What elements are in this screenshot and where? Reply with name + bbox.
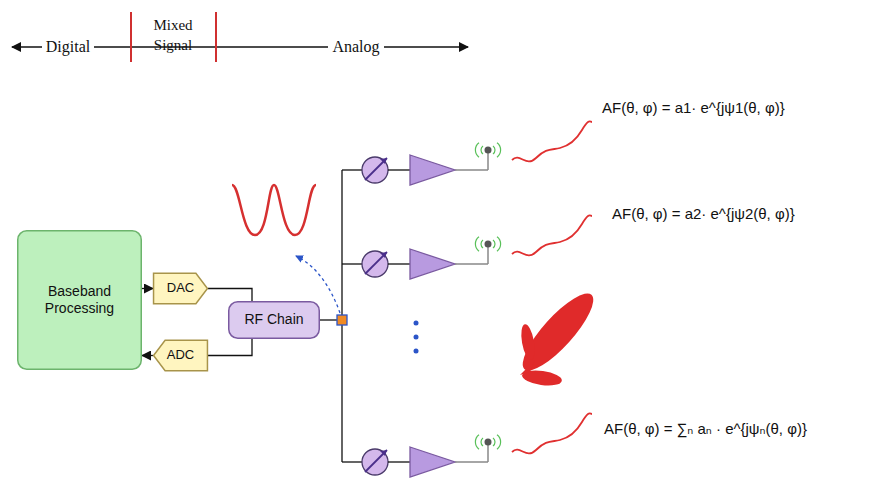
processing-box: Baseband Processing xyxy=(17,230,142,370)
array-factor-formula: AF(θ, φ) = ∑ₙ aₙ · e^{jψₙ(θ, φ)} xyxy=(600,420,811,438)
ellipsis-dots xyxy=(414,321,419,354)
node-label: RF Chain xyxy=(244,311,303,329)
beam-pattern xyxy=(513,285,602,388)
feed-network xyxy=(320,170,362,462)
domain-axis xyxy=(12,12,468,62)
signal-connector xyxy=(142,355,153,356)
domain-label: Analog xyxy=(328,38,383,56)
array-factor-formula: AF(θ, φ) = a1· e^{jψ1(θ, φ)} xyxy=(598,99,789,116)
dac-block: DAC xyxy=(153,273,208,304)
adc-block: ADC xyxy=(153,340,208,371)
signal-connector xyxy=(208,289,252,302)
node-label: Baseband Processing xyxy=(27,283,132,318)
node-label: DAC xyxy=(167,280,194,296)
antenna-branch xyxy=(362,413,592,477)
domain-label: Mixed Signal xyxy=(143,15,203,56)
antenna-branch xyxy=(362,215,592,279)
splitter-node xyxy=(337,315,347,325)
node-label: ADC xyxy=(167,347,194,363)
antenna-branch xyxy=(362,121,592,185)
signal-connector xyxy=(142,288,153,289)
signal-connector xyxy=(208,339,252,356)
rf-waveform xyxy=(232,185,316,235)
array-factor-formula: AF(θ, φ) = a2· e^{jψ2(θ, φ)} xyxy=(608,205,799,222)
domain-label: Digital xyxy=(42,38,94,56)
rf-chain-box: RF Chain xyxy=(228,301,320,339)
